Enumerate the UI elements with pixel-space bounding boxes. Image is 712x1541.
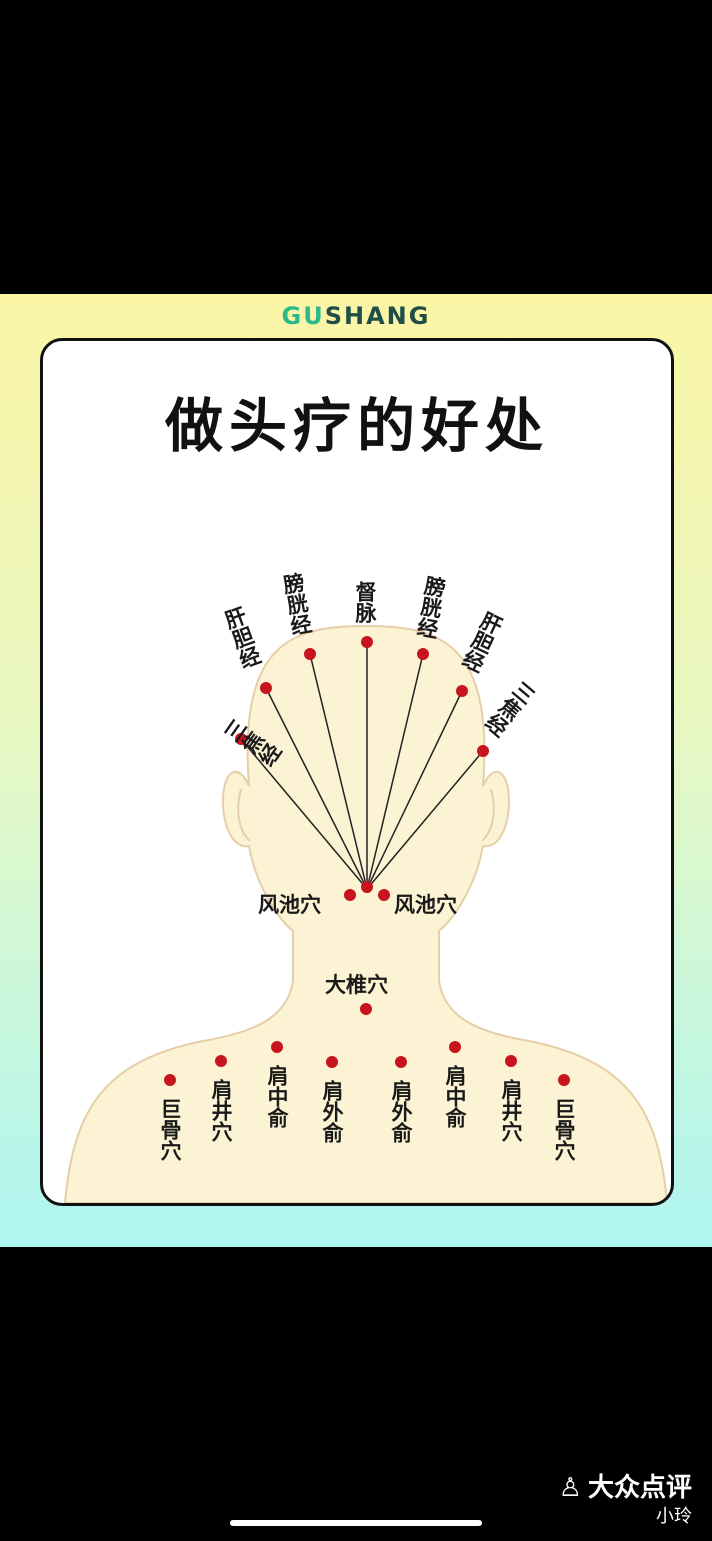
label-sanjiao-right: 三焦经 [480,676,540,740]
page-title: 做头疗的好处 [164,392,549,460]
point-jianjing-left [215,1055,227,1067]
label-gandan-right: 肝胆经 [457,608,506,676]
point-pangguang-left [304,648,316,660]
shoulder-points [164,1041,570,1086]
poster: GUSHANG 做头疗的好处 [0,294,712,1247]
person-icon: ♙ [558,1473,582,1503]
author-name: 小玲 [656,1506,692,1527]
label-dumai: 督脉 [353,580,378,624]
point-jianwaishu-right [395,1056,407,1068]
point-dumai [361,636,373,648]
label-jianwaishu-left: 肩外俞 [320,1079,345,1143]
label-pangguang-left: 膀胱经 [279,570,314,637]
point-sanjiao-left [235,733,247,745]
brand-part2: SHANG [324,302,431,330]
home-indicator[interactable] [230,1520,482,1526]
point-jugu-left [164,1074,176,1086]
meridian-lines [240,642,484,890]
label-jugu-right: 巨骨穴 [552,1098,576,1162]
point-jianzhongshu-left [271,1041,283,1053]
label-jianzhongshu-right: 肩中俞 [443,1064,468,1128]
head-points [235,636,489,1015]
point-fengchi-right [378,889,390,901]
point-gandan-right [456,685,468,697]
point-jianjing-right [505,1055,517,1067]
point-jianwaishu-left [326,1056,338,1068]
body-silhouette [63,624,669,1203]
label-gandan-left: 肝胆经 [220,604,264,672]
label-jianjing-right: 肩井穴 [499,1078,523,1143]
point-sanjiao-right [477,745,489,757]
left-ear [237,788,251,842]
line-pangguang-left [309,653,368,890]
label-fengchi-right: 风池穴 [394,893,457,917]
label-jianwaishu-right: 肩外俞 [389,1079,414,1143]
right-ear [481,788,495,842]
line-gandan-right [366,690,463,890]
acupoint-diagram: 三焦经 肝胆经 膀胱经 督脉 膀胱经 肝胆经 三焦经 风池穴 风池穴 大椎穴 巨… [63,570,669,1203]
point-gandan-left [260,682,272,694]
point-jugu-right [558,1074,570,1086]
app-watermark: ♙大众点评 [559,1467,692,1504]
line-pangguang-right [366,653,424,890]
line-sanjiao-left [240,738,368,890]
point-dazhui [360,1003,372,1015]
point-fengfu [361,881,373,893]
line-sanjiao-right [366,750,484,890]
label-jianzhongshu-left: 肩中俞 [265,1064,290,1128]
brand-part1: GU [281,302,325,330]
line-gandan-left [265,687,368,890]
label-pangguang-right: 膀胱经 [413,573,448,640]
diagram-card: 做头疗的好处 [40,338,674,1206]
brand-logo: GUSHANG [0,302,712,330]
point-jianzhongshu-right [449,1041,461,1053]
label-fengchi-left: 风池穴 [258,893,321,917]
app-name: 大众点评 [587,1473,692,1503]
label-jugu-left: 巨骨穴 [158,1098,182,1162]
point-fengchi-left [344,889,356,901]
label-dazhui: 大椎穴 [325,973,388,997]
point-pangguang-right [417,648,429,660]
label-jianjing-left: 肩井穴 [209,1078,233,1143]
